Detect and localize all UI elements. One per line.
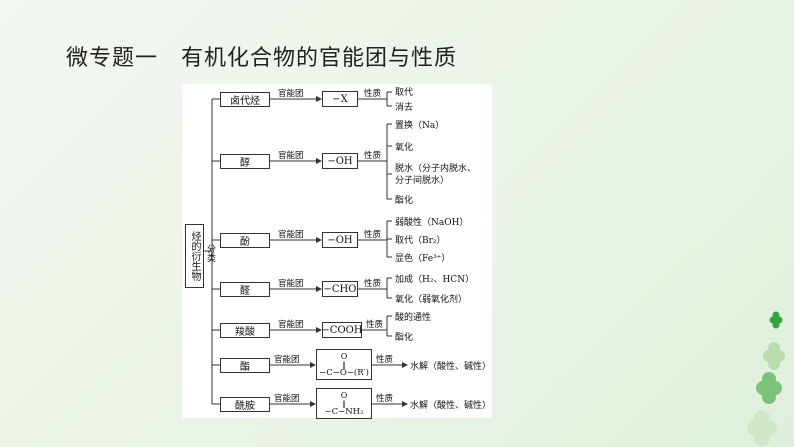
property-item: 取代 <box>395 88 414 98</box>
slide-title: 微专题一 有机化合物的官能团与性质 <box>66 46 458 71</box>
edge-label-property: 性质 <box>376 355 394 365</box>
property-item: 脱水（分子内脱水、 <box>395 164 477 174</box>
class-ester: 酯 <box>220 358 270 373</box>
group-aldehyde: −CHO <box>322 281 358 297</box>
group-carboxyl: −COOH <box>321 322 363 338</box>
property-item: 显色（Fe³⁺） <box>395 254 451 264</box>
property-item: 取代（Br₂） <box>395 236 446 246</box>
edge-label-group: 官能团 <box>274 355 300 365</box>
property-item: 氧化 <box>395 143 414 153</box>
edge-label-property: 性质 <box>364 279 382 289</box>
class-carboxylic-acid: 羧酸 <box>220 323 270 338</box>
property-item: 加成（H₂、HCN） <box>395 275 475 285</box>
classify-label: 分类 <box>205 244 215 262</box>
group-halogen: −X <box>322 91 358 107</box>
property-item: 酸的通性 <box>395 313 432 323</box>
concept-diagram: 烃的衍生物 分类 卤代烃 醇 酚 醛 羧酸 酯 酰胺 官能团 官能团 官能团 官… <box>182 84 492 419</box>
group-hydroxyl-phenol: −OH <box>322 232 358 248</box>
group-ester: O ‖ −C−O−(R′) <box>316 349 372 380</box>
root-node: 烃的衍生物 <box>185 224 204 288</box>
connector-lines <box>204 91 408 407</box>
edge-label-group: 官能团 <box>278 320 304 330</box>
amide-formula: −C−NH₂ <box>324 406 364 417</box>
edge-label-group: 官能团 <box>274 394 300 404</box>
class-haloalkane: 卤代烃 <box>220 92 270 107</box>
property-item: 水解（酸性、碱性） <box>410 362 492 372</box>
group-amide: O ‖ −C−NH₂ <box>316 388 372 419</box>
property-item: 分子间脱水） <box>395 176 450 186</box>
property-item: 弱酸性（NaOH） <box>395 218 469 228</box>
edge-label-property: 性质 <box>376 394 394 404</box>
class-phenol: 酚 <box>220 233 270 248</box>
clover-decoration <box>747 311 785 446</box>
class-aldehyde: 醛 <box>220 282 270 297</box>
property-item: 氧化（弱氧化剂） <box>395 295 468 305</box>
edge-label-group: 官能团 <box>278 151 304 161</box>
carbonyl-oxygen: O <box>340 390 348 400</box>
property-item: 酯化 <box>395 196 414 206</box>
property-item: 置换（Na） <box>395 121 445 131</box>
edge-label-property: 性质 <box>364 151 382 161</box>
property-item: 水解（酸性、碱性） <box>410 401 492 411</box>
edge-label-group: 官能团 <box>278 279 304 289</box>
edge-label-property: 性质 <box>364 230 382 240</box>
class-amide: 酰胺 <box>220 397 270 412</box>
property-item: 消去 <box>395 103 414 113</box>
group-hydroxyl-alcohol: −OH <box>322 153 358 169</box>
double-bond: ‖ <box>342 360 346 369</box>
double-bond: ‖ <box>342 399 346 408</box>
edge-label-group: 官能团 <box>278 89 304 99</box>
edge-label-group: 官能团 <box>278 230 304 240</box>
property-item: 酯化 <box>395 333 414 343</box>
carbonyl-oxygen: O <box>340 351 348 361</box>
edge-label-property: 性质 <box>366 320 384 330</box>
class-alcohol: 醇 <box>220 154 270 169</box>
edge-label-property: 性质 <box>364 89 382 99</box>
ester-formula: −C−O−(R′) <box>319 367 369 378</box>
